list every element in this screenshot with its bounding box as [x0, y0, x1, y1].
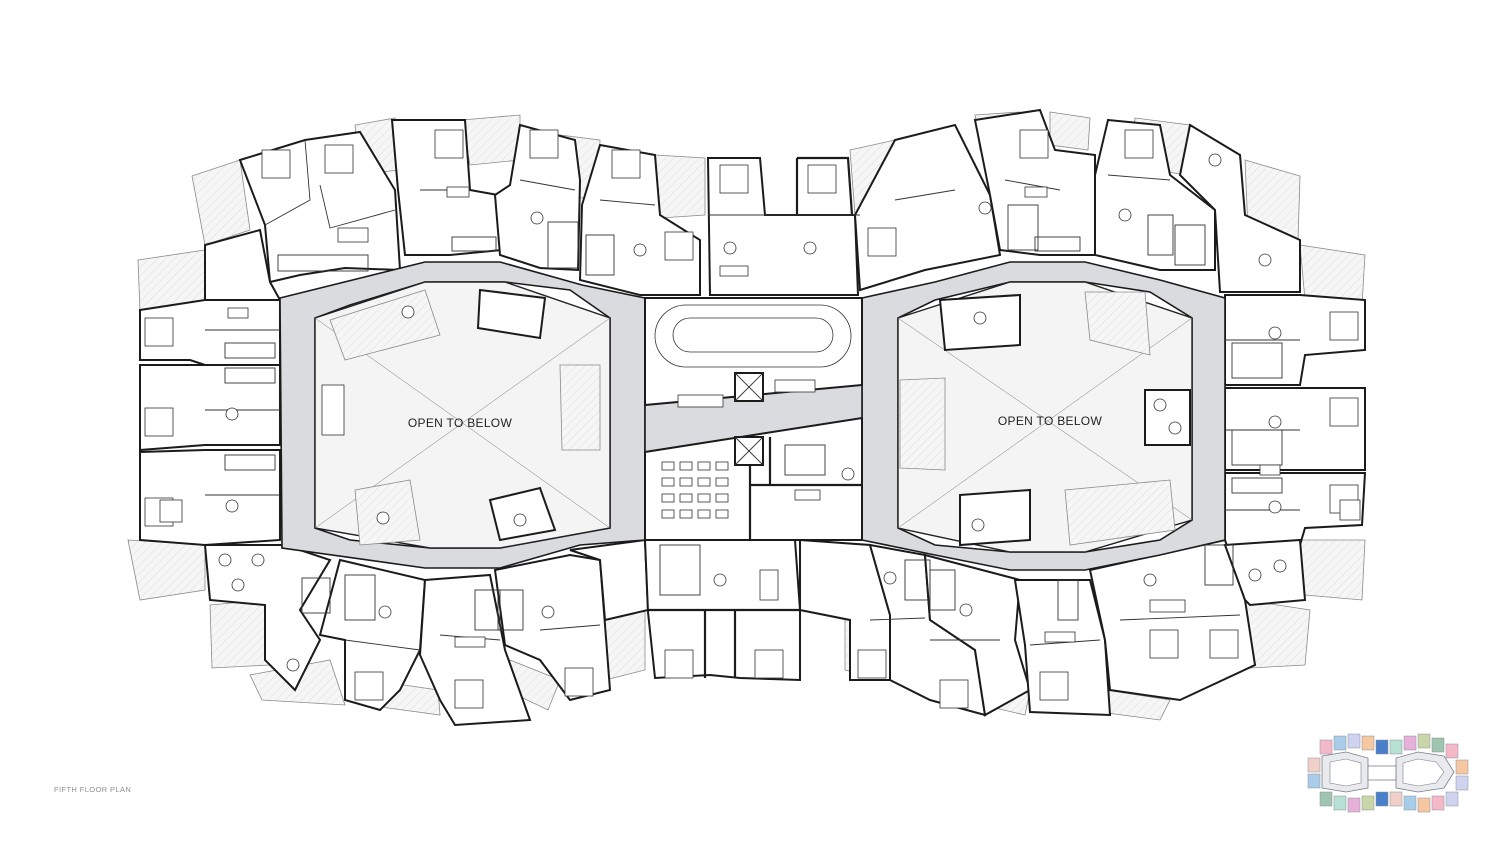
key-plan-unit [1431, 795, 1445, 811]
key-plan-unit [1403, 795, 1417, 811]
key-plan-unit [1455, 775, 1469, 791]
key-plan-unit [1389, 739, 1403, 755]
atrium-west: OPEN TO BELOW [314, 281, 611, 549]
key-plan-unit [1445, 791, 1459, 807]
atrium-east-label: OPEN TO BELOW [998, 414, 1103, 428]
key-plan-unit [1319, 739, 1333, 755]
key-plan-unit [1307, 757, 1321, 773]
stairs [224, 204, 1283, 631]
key-plan [1307, 733, 1469, 813]
furniture-tables [144, 129, 1361, 709]
key-plan-unit [1333, 735, 1347, 751]
key-plan-unit [1347, 797, 1361, 813]
key-plan-unit [1319, 791, 1333, 807]
key-plan-unit [1431, 737, 1445, 753]
key-plan-unit [1417, 797, 1431, 813]
key-plan-unit [1417, 733, 1431, 749]
key-plan-unit [1333, 795, 1347, 811]
key-plan-unit [1361, 735, 1375, 751]
key-plan-unit [1389, 791, 1403, 807]
key-plan-unit [1445, 743, 1459, 759]
atrium-east: OPEN TO BELOW [897, 281, 1193, 553]
interior-partitions [205, 139, 1300, 651]
drawing-caption: FIFTH FLOOR PLAN [54, 785, 132, 794]
key-plan-unit [1455, 759, 1469, 775]
north-east-units [853, 108, 1301, 293]
key-plan-unit [1375, 739, 1389, 755]
atrium-west-label: OPEN TO BELOW [408, 416, 513, 430]
key-plan-unit [1375, 791, 1389, 807]
key-plan-unit [1347, 733, 1361, 749]
key-plan-unit [1361, 795, 1375, 811]
key-plan-unit [1403, 735, 1417, 751]
south-east-units [799, 538, 1307, 717]
central-core [644, 297, 863, 541]
key-plan-unit [1307, 773, 1321, 789]
